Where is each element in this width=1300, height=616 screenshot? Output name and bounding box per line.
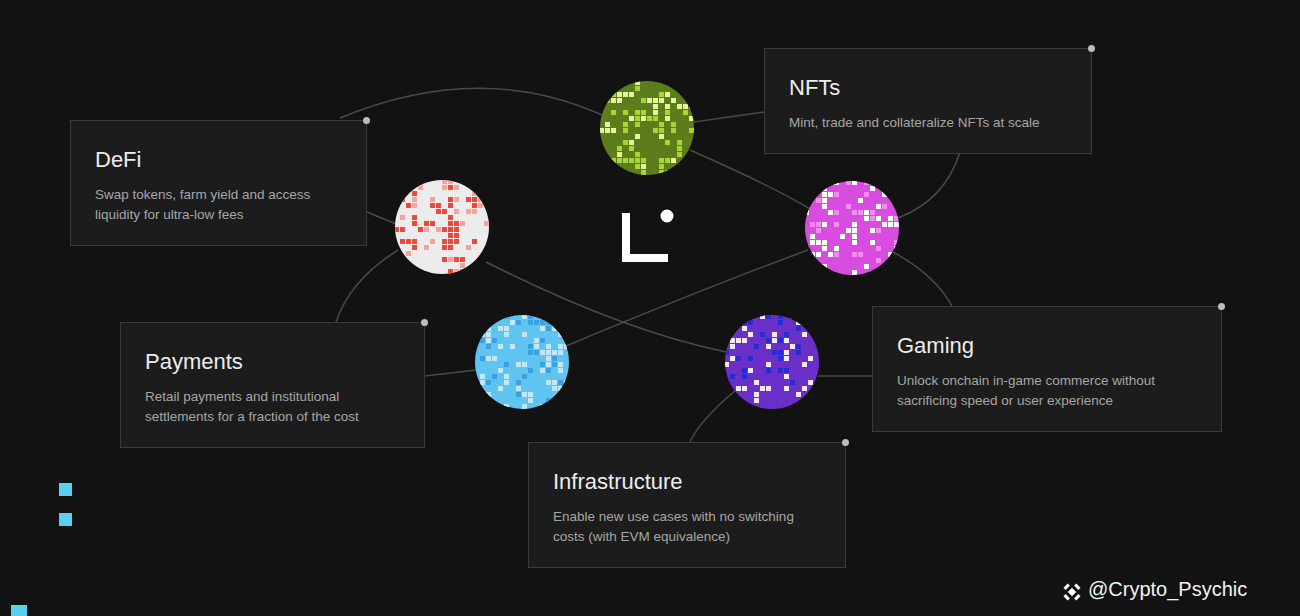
card-description: Enable new use cases with no switching c… <box>553 507 823 546</box>
deco-squares <box>11 483 72 616</box>
feature-card: DeFiSwap tokens, farm yield and access l… <box>70 120 367 246</box>
watermark-icon <box>1059 579 1084 604</box>
card-description: Retail payments and institutional settle… <box>145 387 402 426</box>
corner-dot <box>363 117 370 124</box>
corner-dot <box>1088 45 1095 52</box>
feature-card: PaymentsRetail payments and institutiona… <box>120 322 425 448</box>
feature-card: NFTsMint, trade and collateralize NFTs a… <box>764 48 1092 154</box>
card-title: DeFi <box>95 147 344 173</box>
card-title: Gaming <box>897 333 1199 359</box>
card-description: Swap tokens, farm yield and access liqui… <box>95 185 344 224</box>
watermark: @Crypto_Psychic <box>1088 578 1247 601</box>
feature-card: InfrastructureEnable new use cases with … <box>528 442 846 568</box>
card-title: Infrastructure <box>553 469 823 495</box>
card-description: Mint, trade and collateralize NFTs at sc… <box>789 113 1069 133</box>
card-title: NFTs <box>789 75 1069 101</box>
corner-dot <box>1218 303 1225 310</box>
feature-card: GamingUnlock onchain in-game commerce wi… <box>872 306 1222 432</box>
linea-logo <box>622 210 674 263</box>
corner-dot <box>842 439 849 446</box>
card-description: Unlock onchain in-game commerce without … <box>897 371 1199 410</box>
corner-dot <box>421 319 428 326</box>
card-title: Payments <box>145 349 402 375</box>
